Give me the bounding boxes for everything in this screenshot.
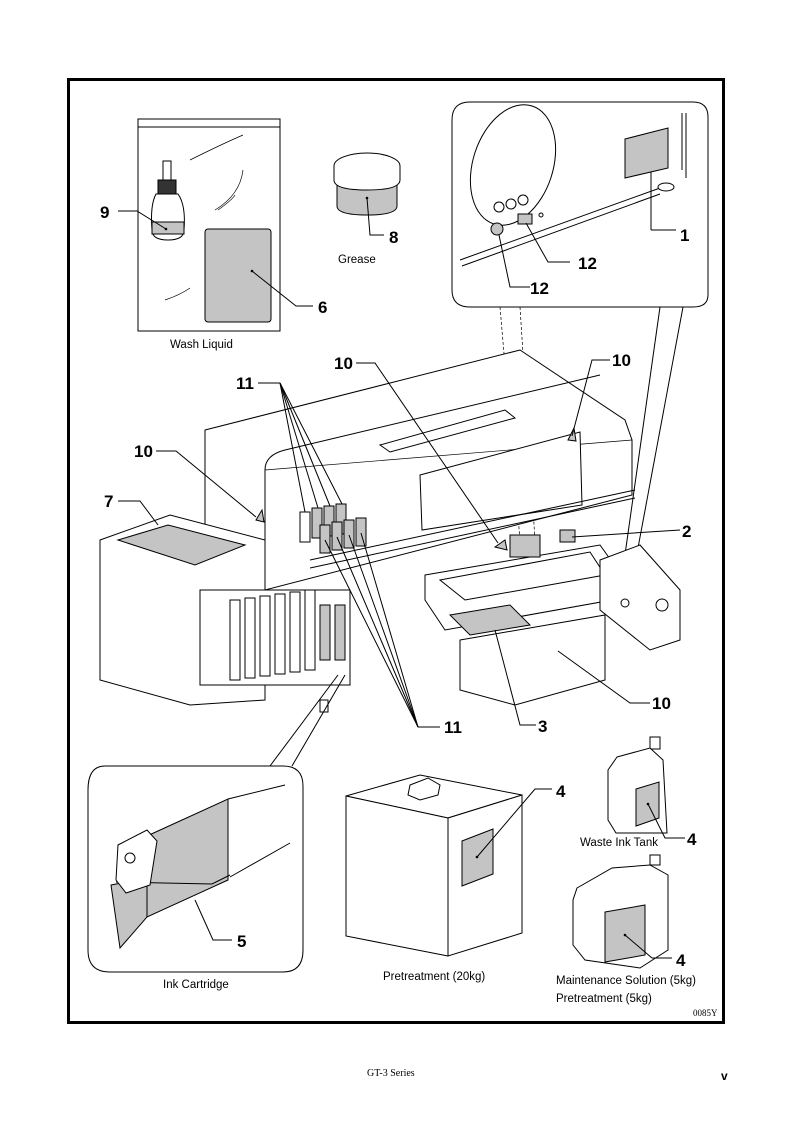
caption-waste-ink-tank: Waste Ink Tank [580,837,658,849]
callout-5: 5 [237,932,246,951]
waste-ink-tank-icon [607,736,685,839]
wash-liquid-bottle-icon [151,160,185,241]
callout-12b: 12 [530,279,549,298]
pretreatment-box-icon [345,774,552,957]
wash-liquid-bag [118,118,313,332]
callout-8: 8 [389,228,398,247]
caption-pretreatment-5kg: Pretreatment (5kg) [556,993,652,1005]
callout-4a: 4 [556,782,566,801]
callout-7: 7 [104,492,113,511]
callout-9: 9 [100,203,109,222]
figure-frame [67,78,725,1024]
callout-4b: 4 [687,830,697,849]
figure-code: 0085Y [693,1008,718,1018]
callout-1: 1 [680,226,689,245]
callout-4c: 4 [676,951,686,970]
footer-title: GT-3 Series [367,1068,415,1079]
caption-pretreatment-20kg: Pretreatment (20kg) [383,971,485,983]
callout-10a: 10 [134,442,153,461]
callout-10c: 10 [612,351,631,370]
callout-2: 2 [682,522,691,541]
caption-grease: Grease [338,254,376,266]
callout-10b: 10 [334,354,353,373]
caption-wash-liquid: Wash Liquid [170,339,233,351]
callout-10d: 10 [652,694,671,713]
caption-ink-cartridge: Ink Cartridge [163,979,229,991]
callout-3: 3 [538,717,547,736]
page-number: v [721,1069,728,1083]
callout-11b: 11 [444,718,462,737]
maintenance-solution-jug-icon [572,854,672,969]
printer-body [99,349,681,713]
callout-12a: 12 [578,254,597,273]
callout-6: 6 [318,298,327,317]
wash-liquid-label [204,228,272,323]
caption-maintenance-solution: Maintenance Solution (5kg) [556,975,696,987]
grease-jar-icon [333,152,401,236]
rear-panel-inset [451,101,709,308]
ink-cartridge-rack [229,589,346,681]
callout-11a: 11 [236,374,254,393]
ink-cartridge-inset [87,765,304,973]
